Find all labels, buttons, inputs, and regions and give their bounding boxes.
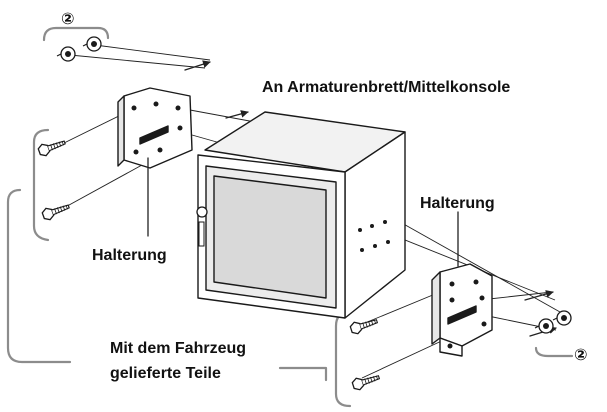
callout-bracket-bottom-right xyxy=(534,346,574,358)
label-leaders xyxy=(147,157,459,267)
bracket-right xyxy=(431,263,493,357)
vehicle-parts-label-line1: Mit dem Fahrzeug xyxy=(110,340,246,357)
vehicle-parts-bracket-left xyxy=(6,128,72,364)
bracket-left xyxy=(117,87,193,169)
callout-number-bottom-right: ② xyxy=(574,347,588,364)
vehicle-parts-bracket-right xyxy=(278,310,352,408)
vehicle-parts-label-line2: gelieferte Teile xyxy=(110,365,221,382)
bracket-label-right: Halterung xyxy=(420,195,495,212)
installation-title: An Armaturenbrett/Mittelkonsole xyxy=(262,79,510,96)
bracket-label-left: Halterung xyxy=(92,247,167,264)
head-unit xyxy=(196,111,406,319)
callout-bracket-top-left xyxy=(42,26,110,42)
callout-number-top-left: ② xyxy=(61,11,75,28)
